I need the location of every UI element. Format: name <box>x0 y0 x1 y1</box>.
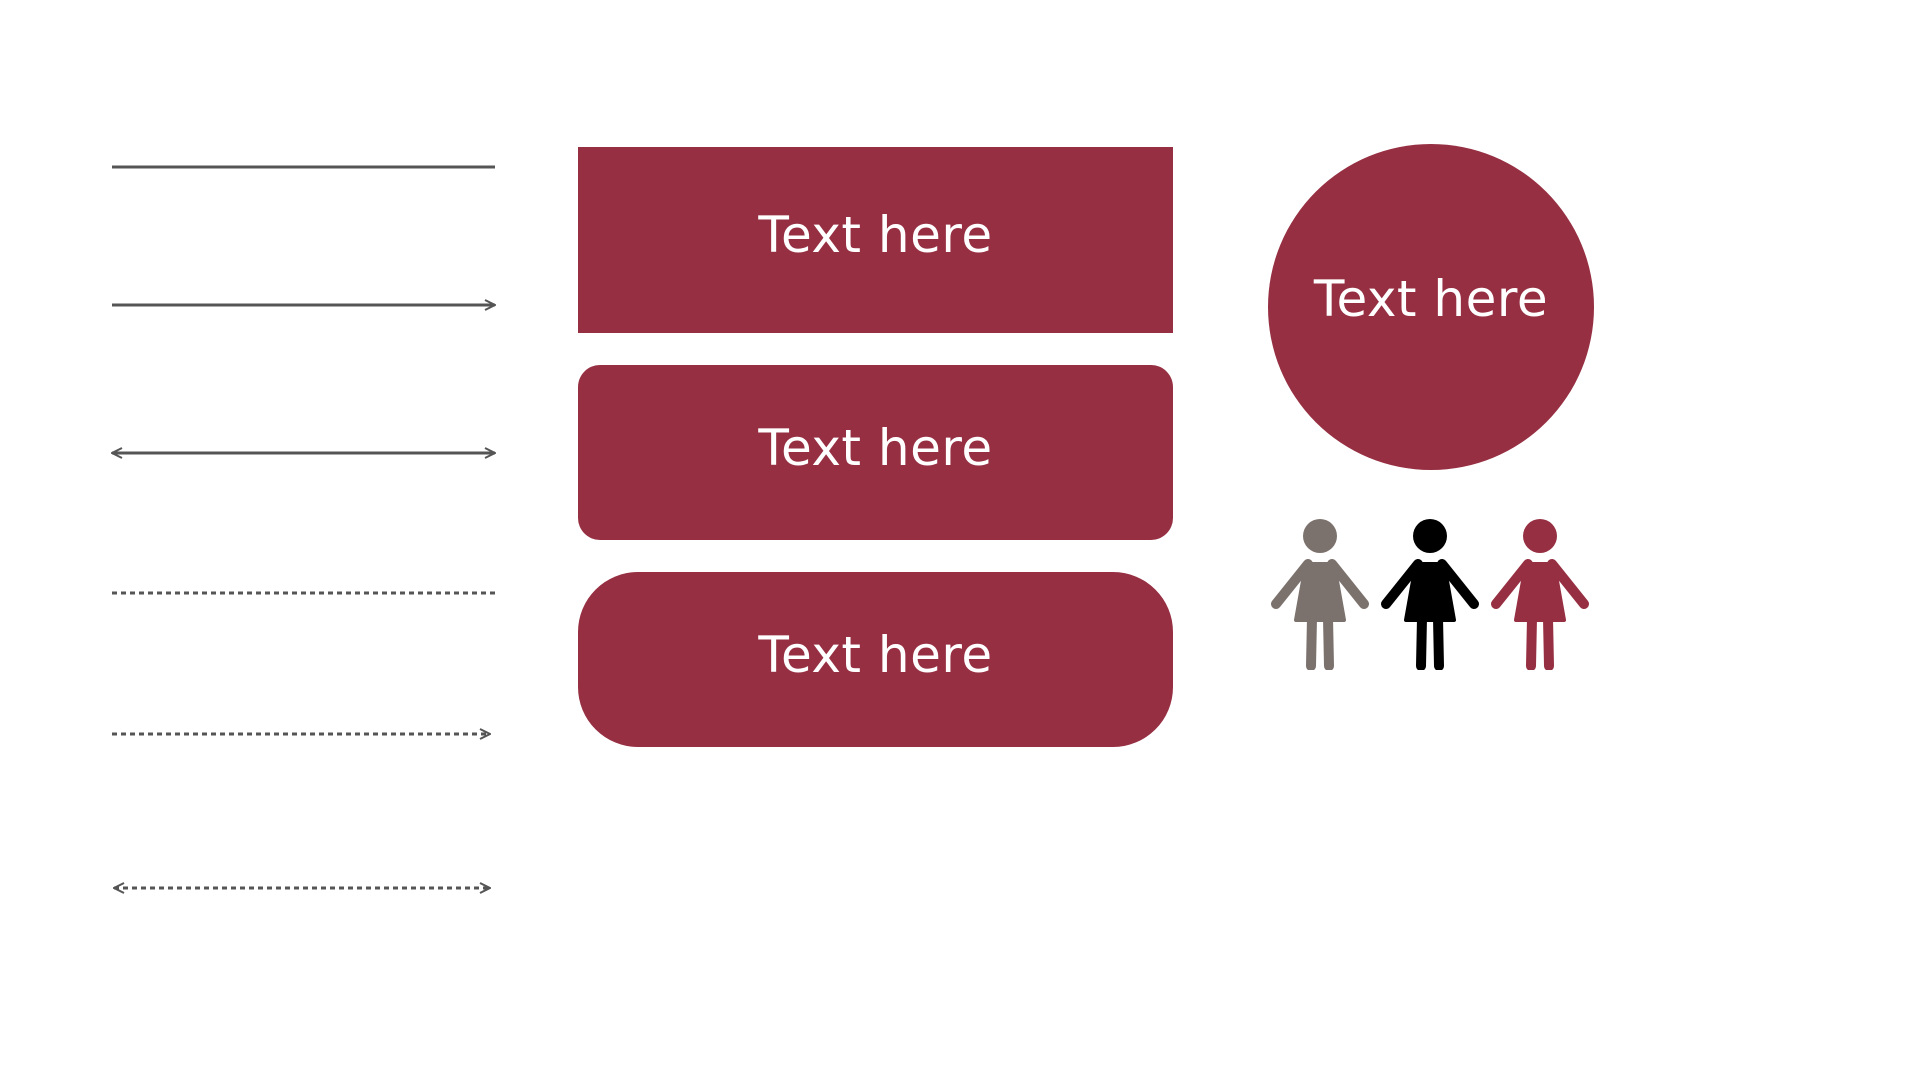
person-icon <box>1271 519 1369 670</box>
rounded-text-box: Text here <box>578 365 1173 540</box>
circle-text-shape: Text here <box>1268 144 1594 470</box>
square-text-box-label: Text here <box>758 206 993 264</box>
rounded-text-box-label: Text here <box>758 418 993 477</box>
line-styles <box>100 165 510 920</box>
circle-text-label: Text here <box>1313 270 1549 328</box>
pill-text-box: Text here <box>578 572 1173 747</box>
pill-text-box-label: Text here <box>758 625 993 684</box>
square-text-box: Text here <box>578 147 1173 333</box>
person-icon <box>1381 519 1479 670</box>
person-icon <box>1491 519 1589 670</box>
